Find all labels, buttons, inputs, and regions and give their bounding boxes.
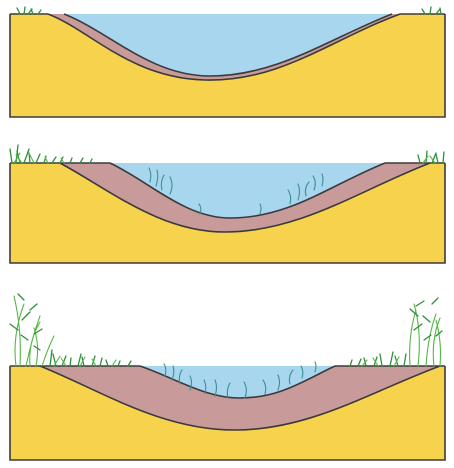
reeds-3-right	[350, 298, 442, 366]
grass-tuft-2-right	[418, 151, 444, 163]
reeds-3-left	[10, 294, 131, 366]
grass-tuft-1	[17, 7, 441, 14]
panel-stage-3	[10, 294, 445, 460]
grass-tuft-2-left	[10, 145, 92, 163]
panel-stage-2	[10, 145, 445, 263]
panel-stage-1	[10, 7, 445, 117]
